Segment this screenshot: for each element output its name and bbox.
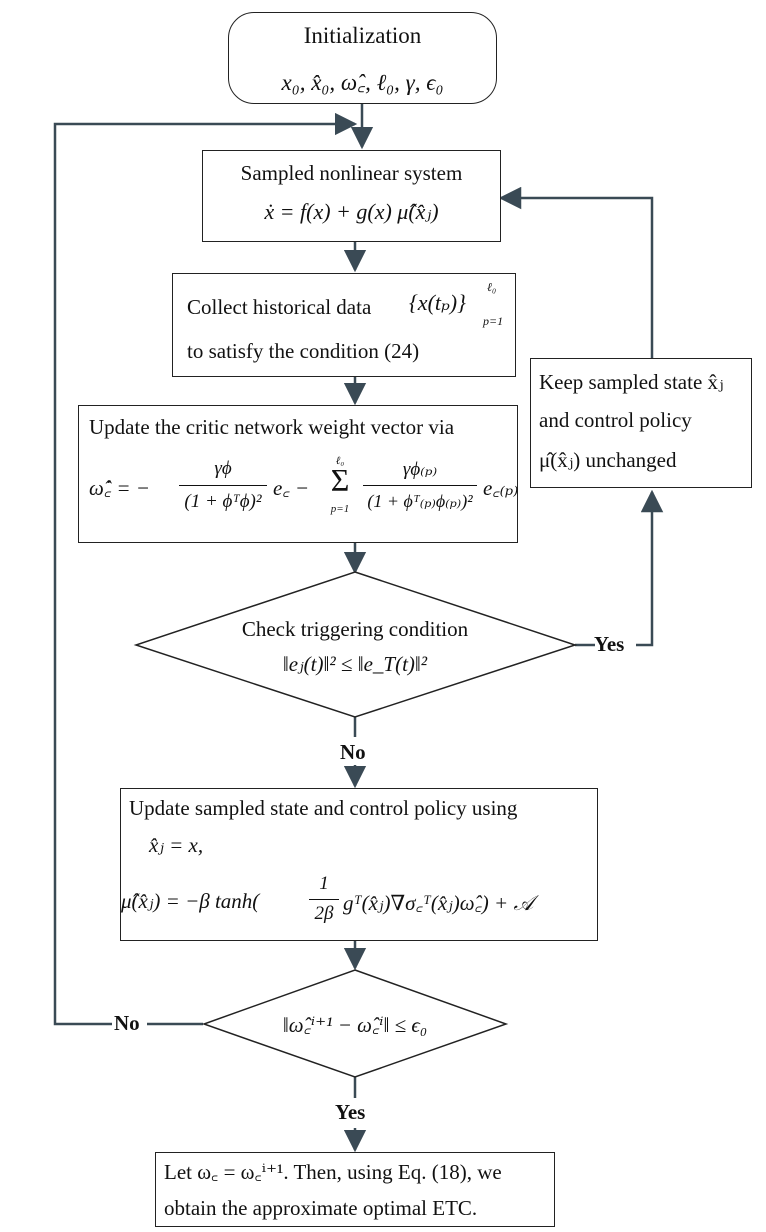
update-policy-eq2-start: μ̂(x̂ⱼ) = −β tanh( [121, 889, 260, 913]
critic-term2-numerator: γϕ₍ₚ₎ [402, 459, 438, 480]
keep-state-line3: μ̂(x̂ⱼ) unchanged [539, 448, 677, 472]
sampled-system-title: Sampled nonlinear system [240, 161, 463, 185]
critic-sum-upper: ℓ₀ [335, 455, 345, 467]
update-policy-title: Update sampled state and control policy … [129, 796, 518, 820]
arrow-yes-up-to-keep [636, 489, 664, 647]
initialization-variables: x₀, x̂₀, ω̂꜀, ℓ₀, γ, ϵ₀ [281, 70, 444, 95]
policy-frac-bar [309, 899, 339, 900]
keep-state-line1: Keep sampled state x̂ⱼ [539, 370, 724, 394]
final-line1: Let ω꜀ = ω꜀ⁱ⁺¹. Then, using Eq. (18), we [164, 1160, 502, 1184]
initialization-title: Initialization [303, 23, 422, 48]
collect-data-sub: p=1 [483, 314, 504, 328]
update-policy-eq1: x̂ⱼ = x, [149, 833, 204, 857]
check-trigger-title: Check triggering condition [241, 617, 469, 641]
update-policy-eq2-end: gᵀ(x̂ⱼ)∇σ꜀ᵀ(x̂ⱼ)ω̂꜀) + 𝒜 [343, 891, 534, 915]
keep-state-node: Keep sampled state x̂ⱼ and control polic… [530, 358, 752, 488]
collect-data-condition: to satisfy the condition (24) [187, 339, 420, 363]
collect-data-text: Collect historical data [187, 295, 372, 319]
sampled-system-node: Sampled nonlinear system ẋ = f(x) + g(x)… [202, 150, 501, 242]
update-critic-node: Update the critic network weight vector … [78, 405, 518, 543]
critic-term2-error: e꜀₍ₚ₎ [483, 476, 519, 500]
critic-term1-error: e꜀ − [273, 476, 310, 500]
critic-term2-fraction-bar [363, 485, 477, 486]
critic-eq-lhs: ω̂̇꜀ = − [89, 476, 150, 500]
update-critic-title: Update the critic network weight vector … [89, 415, 455, 439]
check-trigger-diamond [133, 571, 578, 718]
keep-state-line2: and control policy [539, 408, 692, 432]
label-no-trigger: No [340, 740, 366, 764]
label-yes-converge: Yes [335, 1100, 366, 1124]
critic-term2-denominator: (1 + ϕᵀ₍ₚ₎ϕ₍ₚ₎)² [367, 491, 473, 511]
collect-data-sup: ℓ₀ [487, 280, 497, 294]
initialization-node: Initialization x₀, x̂₀, ω̂꜀, ℓ₀, γ, ϵ₀ [228, 12, 497, 104]
label-no-converge: No [114, 1011, 140, 1035]
update-policy-node: Update sampled state and control policy … [120, 788, 598, 941]
final-node: Let ω꜀ = ω꜀ⁱ⁺¹. Then, using Eq. (18), we… [155, 1152, 555, 1227]
convergence-condition: ‖ω̂꜀ⁱ⁺¹ − ω̂꜀ⁱ‖ ≤ ϵ₀ [282, 1013, 428, 1037]
collect-data-set: {x(tₚ)} [409, 290, 466, 315]
final-line2: obtain the approximate optimal ETC. [164, 1196, 478, 1220]
policy-frac-denominator: 2β [314, 903, 334, 924]
critic-term1-fraction-bar [179, 485, 267, 486]
critic-sum-lower: p=1 [330, 503, 350, 515]
arrow-no-loop-back [53, 112, 358, 1026]
arrow-keep-to-system [498, 186, 654, 358]
label-yes-trigger: Yes [594, 632, 625, 656]
critic-term1-numerator: γϕ [214, 458, 232, 479]
policy-frac-numerator: 1 [319, 873, 329, 894]
critic-sum-symbol: Σ [330, 462, 350, 498]
check-trigger-condition: ‖eⱼ(t)‖² ≤ ‖e_T(t)‖² [282, 652, 428, 676]
convergence-diamond [201, 969, 509, 1078]
sampled-system-equation: ẋ = f(x) + g(x) μ̂(x̂ⱼ) [264, 199, 439, 224]
collect-data-node: Collect historical data {x(tₚ)} ℓ₀ p=1 t… [172, 273, 516, 377]
critic-term1-denominator: (1 + ϕᵀϕ)² [184, 491, 262, 512]
